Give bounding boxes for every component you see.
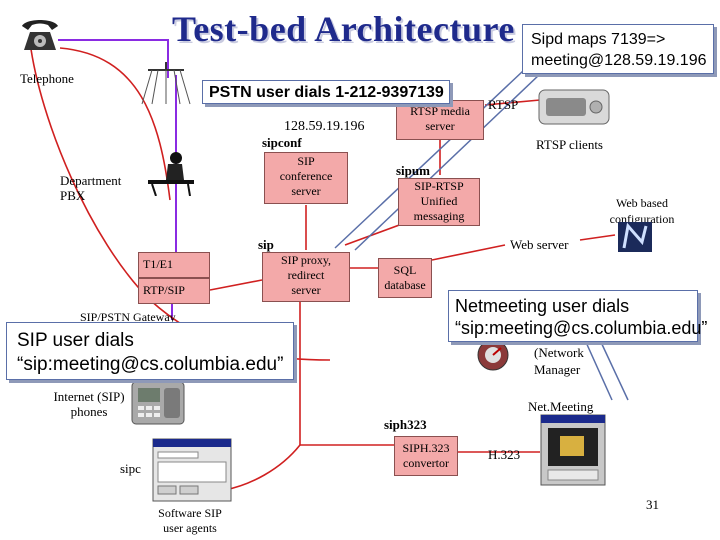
sip-rtsp-line-1: SIP-RTSP [414, 179, 464, 193]
siph323-convertor-line-1: SIPH.323 [402, 441, 450, 455]
department-pbx-label-1: Department [60, 173, 122, 188]
sip-conference-server-box: SIP conference server [264, 152, 348, 204]
h323-label: H.323 [488, 447, 521, 462]
internet-phones-label-1: Internet (SIP) [53, 389, 125, 404]
sip-rtsp-line-3: messaging [413, 209, 465, 223]
callout-netmeeting-line-2: “sip:meeting@cs.columbia.edu” [455, 318, 708, 338]
callout-sipd-maps: Sipd maps 7139=> meeting@128.59.19.196 [522, 24, 714, 74]
network-manager-icon [476, 338, 510, 372]
callout-sipd-line-2: meeting@128.59.19.196 [531, 52, 707, 69]
sql-database-line-1: SQL [393, 263, 417, 277]
sip-pstn-gateway-label: SIP/PSTN Gateway [80, 310, 176, 324]
callout-pointer-netmeeting [599, 339, 629, 401]
callout-pstn-line-1: PSTN user dials 1-212-9397139 [209, 84, 444, 101]
ip-phone-icon [130, 380, 186, 426]
sip-proxy-line-3: server [291, 283, 321, 297]
rtsp-clients-label: RTSP clients [536, 137, 603, 152]
callout-sip-user-line-1: SIP user dials [17, 330, 134, 351]
sql-database-box: SQL database [378, 258, 432, 298]
web-config-label-1: Web based [615, 196, 668, 210]
sip-label: sip [258, 237, 274, 252]
sip-rtsp-line-2: Unified [420, 194, 458, 208]
internet-phones-label-2: phones [70, 404, 108, 419]
page-number: 31 [646, 497, 659, 512]
sip-conference-line-2: conference [279, 169, 333, 183]
sip-proxy-line-1: SIP proxy, [280, 253, 332, 267]
rtsp-media-line-1: RTSP media [410, 104, 470, 118]
sip-conference-line-3: server [291, 184, 321, 198]
rtsp-media-server-box: RTSP media server [396, 100, 484, 140]
netmeeting-window-icon [540, 414, 606, 486]
sql-database-line-2: database [384, 278, 426, 292]
sipconf-label: sipconf [262, 135, 302, 150]
rtsp-client-device-icon [538, 86, 610, 128]
rtsp-link-label: RTSP [488, 97, 519, 112]
network-manager-label-1: (Network [534, 345, 584, 360]
sip-rtsp-unified-messaging-box: SIP-RTSP Unified messaging [398, 178, 480, 226]
callout-pointer-sipd-2 [354, 54, 561, 251]
web-server-label: Web server [510, 237, 569, 252]
server-ip-address: 128.59.19.196 [284, 119, 365, 134]
siph323-convertor-line-2: convertor [403, 456, 449, 470]
person-at-desk-icon [146, 150, 196, 197]
wire-proxy-sipc [224, 444, 301, 491]
sip-proxy-line-2: redirect [287, 268, 325, 282]
netmeeting-label: Net.Meeting [528, 399, 594, 414]
rtsp-media-line-2: server [425, 119, 455, 133]
sip-conference-line-1: SIP [297, 154, 315, 168]
page-title: Test-bed Architecture [172, 9, 515, 49]
siph323-label: siph323 [384, 417, 427, 432]
pbx-tower-icon [138, 60, 194, 106]
telephone-icon [18, 14, 62, 54]
callout-pointer-sipd [334, 54, 541, 249]
sip-proxy-redirect-server-box: SIP proxy, redirect server [262, 252, 350, 302]
t1e1-box: T1/E1 [138, 252, 210, 278]
wire-web-config [579, 234, 616, 241]
callout-sipd-line-1: Sipd maps 7139=> [531, 31, 666, 48]
software-agents-label-2: user agents [163, 521, 217, 535]
callout-netmeeting-dials: Netmeeting user dials “sip:meeting@cs.co… [448, 290, 708, 342]
netscape-logo-icon [618, 222, 652, 252]
sipc-label: sipc [120, 461, 141, 476]
wire-sql-web [431, 244, 506, 261]
sipum-label: sipum [396, 163, 430, 178]
wire-telephone-red [59, 47, 171, 201]
siph323-convertor-box: SIPH.323 convertor [394, 436, 458, 476]
software-sip-agent-window-icon [152, 438, 232, 502]
rtp-sip-label: RTP/SIP [143, 283, 185, 297]
wire-media-clients [484, 99, 541, 106]
callout-sip-user-dials: SIP user dials “sip:meeting@cs.columbia.… [6, 322, 294, 380]
telephone-label: Telephone [20, 71, 74, 86]
network-manager-label-2: Manager [534, 362, 581, 377]
wire-telephone-pbx [58, 39, 169, 78]
callout-netmeeting-line-1: Netmeeting user dials [455, 296, 630, 316]
rtp-sip-box: RTP/SIP [138, 278, 210, 304]
t1e1-label: T1/E1 [143, 257, 173, 271]
software-agents-label-1: Software SIP [158, 506, 222, 520]
callout-sip-user-line-2: “sip:meeting@cs.columbia.edu” [17, 354, 284, 375]
wire-rtpsip-proxy [209, 279, 263, 291]
callout-pstn-dials: PSTN user dials 1-212-9397139 [202, 80, 450, 104]
callout-pointer-netmeeting-2 [584, 339, 613, 401]
department-pbx-label-2: PBX [60, 188, 86, 203]
